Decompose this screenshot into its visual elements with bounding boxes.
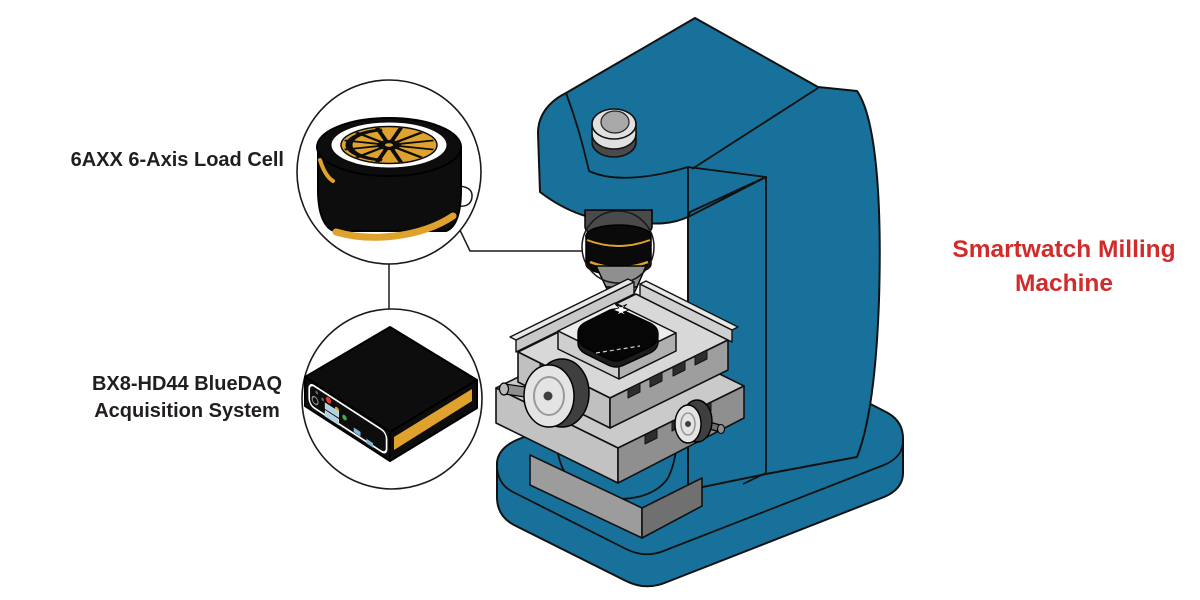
daq-label-line2: Acquisition System bbox=[94, 400, 280, 422]
daq-label: BX8-HD44 BlueDAQ Acquisition System bbox=[60, 371, 314, 425]
daq-usb-port bbox=[324, 410, 339, 426]
column-edge-inner bbox=[687, 166, 767, 485]
daq-port bbox=[366, 438, 374, 448]
daq-label-line1: BX8-HD44 BlueDAQ bbox=[91, 373, 283, 395]
connector-to-spindle bbox=[456, 223, 583, 252]
daq-power-button bbox=[311, 395, 319, 406]
callout-load-cell bbox=[296, 79, 482, 265]
daq-port bbox=[353, 427, 361, 437]
daq-front-panel bbox=[308, 384, 388, 454]
handwheel-right bbox=[674, 399, 726, 444]
callout-connectors bbox=[388, 223, 583, 309]
cutting-starburst bbox=[612, 303, 630, 317]
handwheel-left bbox=[498, 358, 590, 428]
daq-led-green bbox=[342, 414, 347, 421]
load-cell-spokes bbox=[344, 127, 434, 163]
head-edge-left bbox=[565, 92, 689, 179]
load-cell-label: 6AXX 6-Axis Load Cell bbox=[70, 149, 284, 171]
daq-led-red bbox=[326, 396, 332, 404]
workpiece-smartwatch bbox=[577, 308, 659, 368]
machine-column-and-head bbox=[537, 17, 881, 491]
machine-title: Smartwatch Milling Machine bbox=[952, 236, 1176, 297]
base-top-edge bbox=[496, 440, 904, 556]
head-edge-front bbox=[691, 87, 819, 170]
callout-daq bbox=[301, 308, 483, 490]
daq-box-illustration bbox=[304, 326, 478, 462]
milling-table bbox=[495, 278, 745, 539]
load-cell-illustration bbox=[316, 117, 462, 241]
spindle-annotation-circle bbox=[581, 210, 655, 284]
daq-usb-port bbox=[324, 402, 339, 418]
head-knob bbox=[591, 108, 637, 158]
table-knee bbox=[529, 454, 703, 539]
